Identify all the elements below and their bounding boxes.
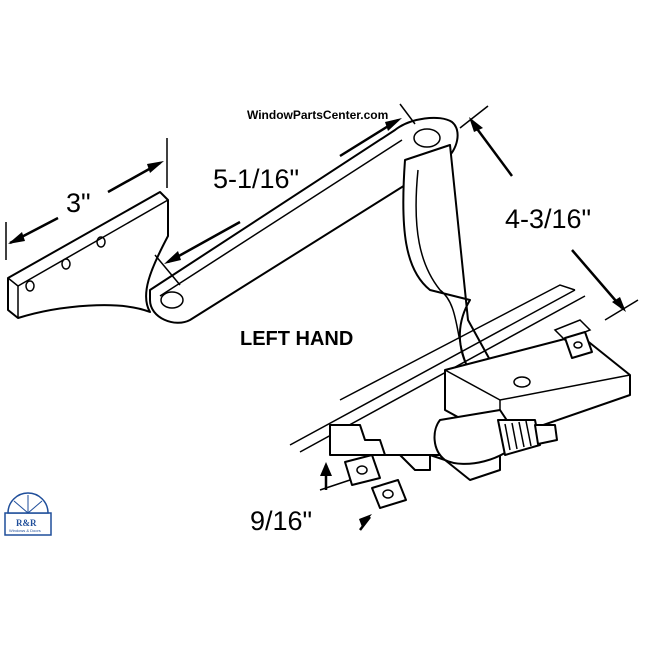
dimension-5-1-16in-text: 5-1/16" [213,164,299,194]
hand-label: LEFT HAND [240,328,353,350]
long-arm [149,116,459,324]
dimension-5-1-16in: 5-1/16" [154,103,416,286]
logo-tagline: Windows & Doors [9,528,41,533]
rivet [513,376,531,388]
dimension-4-3-16in-text: 4-3/16" [505,204,591,234]
screw-hole [61,258,71,270]
rr-windows-doors-logo: R&R Windows & Doors [4,492,52,536]
dimension-3in-text: 3" [66,188,91,218]
spline-stud [433,409,558,465]
short-arm-bracket [7,191,169,319]
pivot-hole [413,128,441,148]
dimension-9-16in-text: 9/16" [250,506,312,536]
logo-initials: R&R [16,518,37,528]
screw-hole [96,236,106,248]
pivot-hole [160,291,184,309]
connecting-link [402,144,491,373]
dimension-3in: 3" [5,138,168,260]
mounting-feet [344,331,593,509]
dimension-4-3-16in: 4-3/16" [459,105,639,321]
screw-hole [25,280,35,292]
dimension-9-16in: 9/16" [250,462,372,536]
watermark-text: WindowPartsCenter.com [247,108,388,122]
track-frame [289,284,586,481]
